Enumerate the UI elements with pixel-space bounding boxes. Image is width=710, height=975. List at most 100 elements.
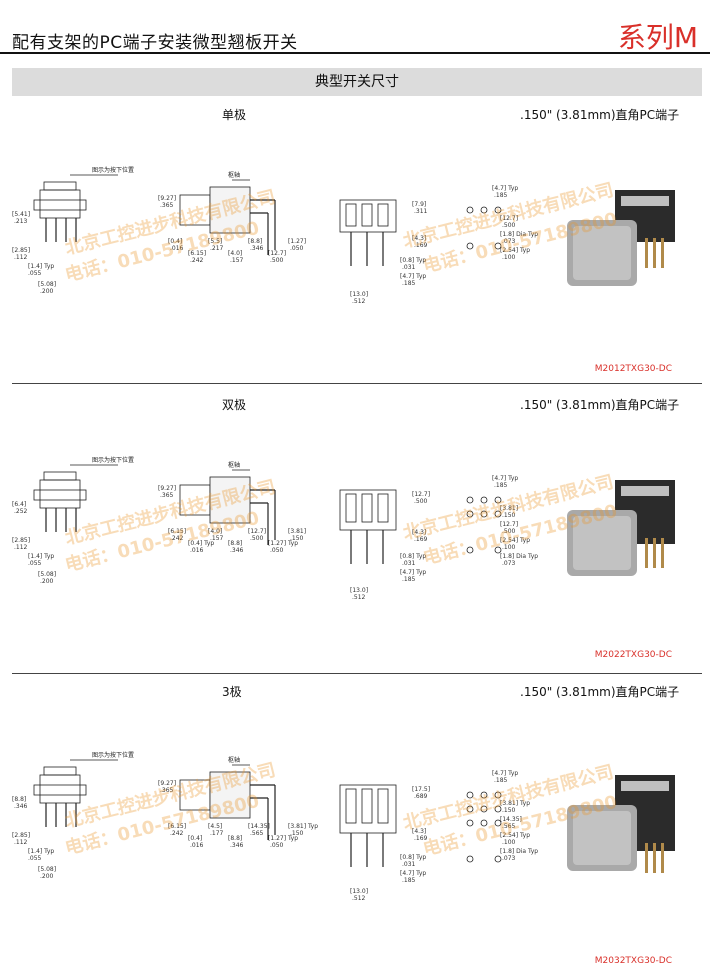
dim-label: [0.4] <box>168 238 182 245</box>
dim-label: [6.4] <box>12 501 26 508</box>
callout-press-position: 图示为按下位置 <box>92 751 134 759</box>
dim-label: [5.08] <box>38 866 56 873</box>
dim-label: [0.4] Typ <box>188 540 214 547</box>
dim-label: [5.5] <box>208 238 222 245</box>
dim-label: .185 <box>402 877 416 884</box>
dim-label: .157 <box>230 257 244 264</box>
panel-subtitle: .150" (3.81mm)直角PC端子 <box>520 398 680 412</box>
dim-label: .185 <box>494 482 508 489</box>
dim-label: .073 <box>502 855 516 862</box>
dim-label: .112 <box>14 544 28 551</box>
callout-pivot: 枢轴 <box>228 171 240 179</box>
pcb-hole <box>466 496 474 504</box>
dim-label: [2.54] Typ <box>500 832 530 839</box>
part-number: M2032TXG30-DC <box>594 956 672 966</box>
front-view: 图示为按下位置[6.4].252[2.85].112[1.4] Typ.055[… <box>12 456 134 585</box>
dim-label: [1.8] Dia Typ <box>500 231 538 238</box>
pcb-hole <box>466 546 474 554</box>
dim-label: .100 <box>502 839 516 846</box>
dim-label: .252 <box>14 508 28 515</box>
dim-label: [4.5] <box>208 823 222 830</box>
dim-label: .346 <box>250 245 264 252</box>
dim-label: [4.7] Typ <box>400 870 426 877</box>
pcb-hole <box>466 855 474 863</box>
dim-label: [0.8] Typ <box>400 553 426 560</box>
pcb-hole <box>466 206 474 214</box>
dim-label: [6.15] <box>168 823 186 830</box>
dim-label: [2.54] Typ <box>500 537 530 544</box>
panel-subtitle: .150" (3.81mm)直角PC端子 <box>520 108 680 122</box>
dim-label: .213 <box>14 218 28 225</box>
header-rule <box>0 52 710 54</box>
dim-label: .200 <box>40 873 54 880</box>
dim-label: [12.7] <box>248 528 266 535</box>
dim-label: [2.85] <box>12 247 30 254</box>
dim-label: [8.8] <box>248 238 262 245</box>
dim-label: [1.8] Dia Typ <box>500 553 538 560</box>
series-label: 系列M <box>617 21 698 54</box>
dim-label: [5.41] <box>12 211 30 218</box>
dim-label: [12.7] <box>500 215 518 222</box>
dim-label: .185 <box>494 192 508 199</box>
dim-label: [4.3] <box>412 828 426 835</box>
dim-label: [2.85] <box>12 832 30 839</box>
dim-label: .365 <box>160 787 174 794</box>
pcb-hole <box>466 242 474 250</box>
callout-press-position: 图示为按下位置 <box>92 456 134 464</box>
panel-drawings: 图示为按下位置[8.8].346[2.85].112[1.4] Typ.055[… <box>12 751 675 902</box>
dim-label: .200 <box>40 578 54 585</box>
dim-label: .346 <box>230 547 244 554</box>
dim-label: .217 <box>210 245 224 252</box>
front-view: 图示为按下位置[8.8].346[2.85].112[1.4] Typ.055[… <box>12 751 134 880</box>
dim-label: .200 <box>40 288 54 295</box>
dim-label: .169 <box>414 242 428 249</box>
dim-label: [5.08] <box>38 571 56 578</box>
part-number: M2022TXG30-DC <box>594 650 672 660</box>
dim-label: [2.54] Typ <box>500 247 530 254</box>
dim-label: .500 <box>250 535 264 542</box>
dim-label: .500 <box>502 222 516 229</box>
dim-label: .346 <box>230 842 244 849</box>
section-banner: 典型开关尺寸 <box>12 68 702 96</box>
pcb-hole <box>466 819 474 827</box>
dim-label: .242 <box>170 535 184 542</box>
dim-label: .150 <box>502 807 516 814</box>
dim-label: [1.4] Typ <box>28 263 54 270</box>
pcb-hole <box>494 791 502 799</box>
terminal-view: [7.9].311[4.3].169[0.8] Typ.031[4.7] Typ… <box>339 199 428 305</box>
pcb-hole <box>480 206 488 214</box>
dim-label: .100 <box>502 254 516 261</box>
dim-label: .157 <box>210 535 224 542</box>
pcb-hole <box>494 206 502 214</box>
panel-title: 3极 <box>222 685 242 699</box>
pcb-layout: [4.7] Typ.185[3.81].150[12.7].500[2.54] … <box>466 475 538 567</box>
dim-label: .073 <box>502 238 516 245</box>
dim-label: [1.4] Typ <box>28 848 54 855</box>
pcb-hole <box>494 242 502 250</box>
panel-separator <box>12 383 702 384</box>
dim-label: [3.81] <box>288 528 306 535</box>
panel-separator <box>12 673 702 674</box>
dim-label: [4.7] Typ <box>492 475 518 482</box>
dim-label: .031 <box>402 264 416 271</box>
front-view: 图示为按下位置[5.41].213[2.85].112[1.4] Typ.055… <box>12 166 134 295</box>
dim-label: .185 <box>494 777 508 784</box>
product-photo <box>567 190 675 286</box>
dim-label: .689 <box>414 793 428 800</box>
dim-label: .512 <box>352 594 366 601</box>
pcb-hole <box>480 805 488 813</box>
dim-label: .150 <box>290 535 304 542</box>
dim-label: [1.27] Typ <box>268 540 298 547</box>
dim-label: .500 <box>502 528 516 535</box>
dim-label: [4.7] Typ <box>492 770 518 777</box>
pcb-hole <box>494 819 502 827</box>
dim-label: [4.7] Typ <box>400 569 426 576</box>
dim-label: .050 <box>270 842 284 849</box>
pcb-hole <box>494 805 502 813</box>
dim-label: .055 <box>28 270 42 277</box>
dim-label: [1.27] Typ <box>268 835 298 842</box>
dim-label: .112 <box>14 254 28 261</box>
dim-label: [12.7] <box>268 250 286 257</box>
pcb-hole <box>480 819 488 827</box>
dim-label: [13.0] <box>350 888 368 895</box>
